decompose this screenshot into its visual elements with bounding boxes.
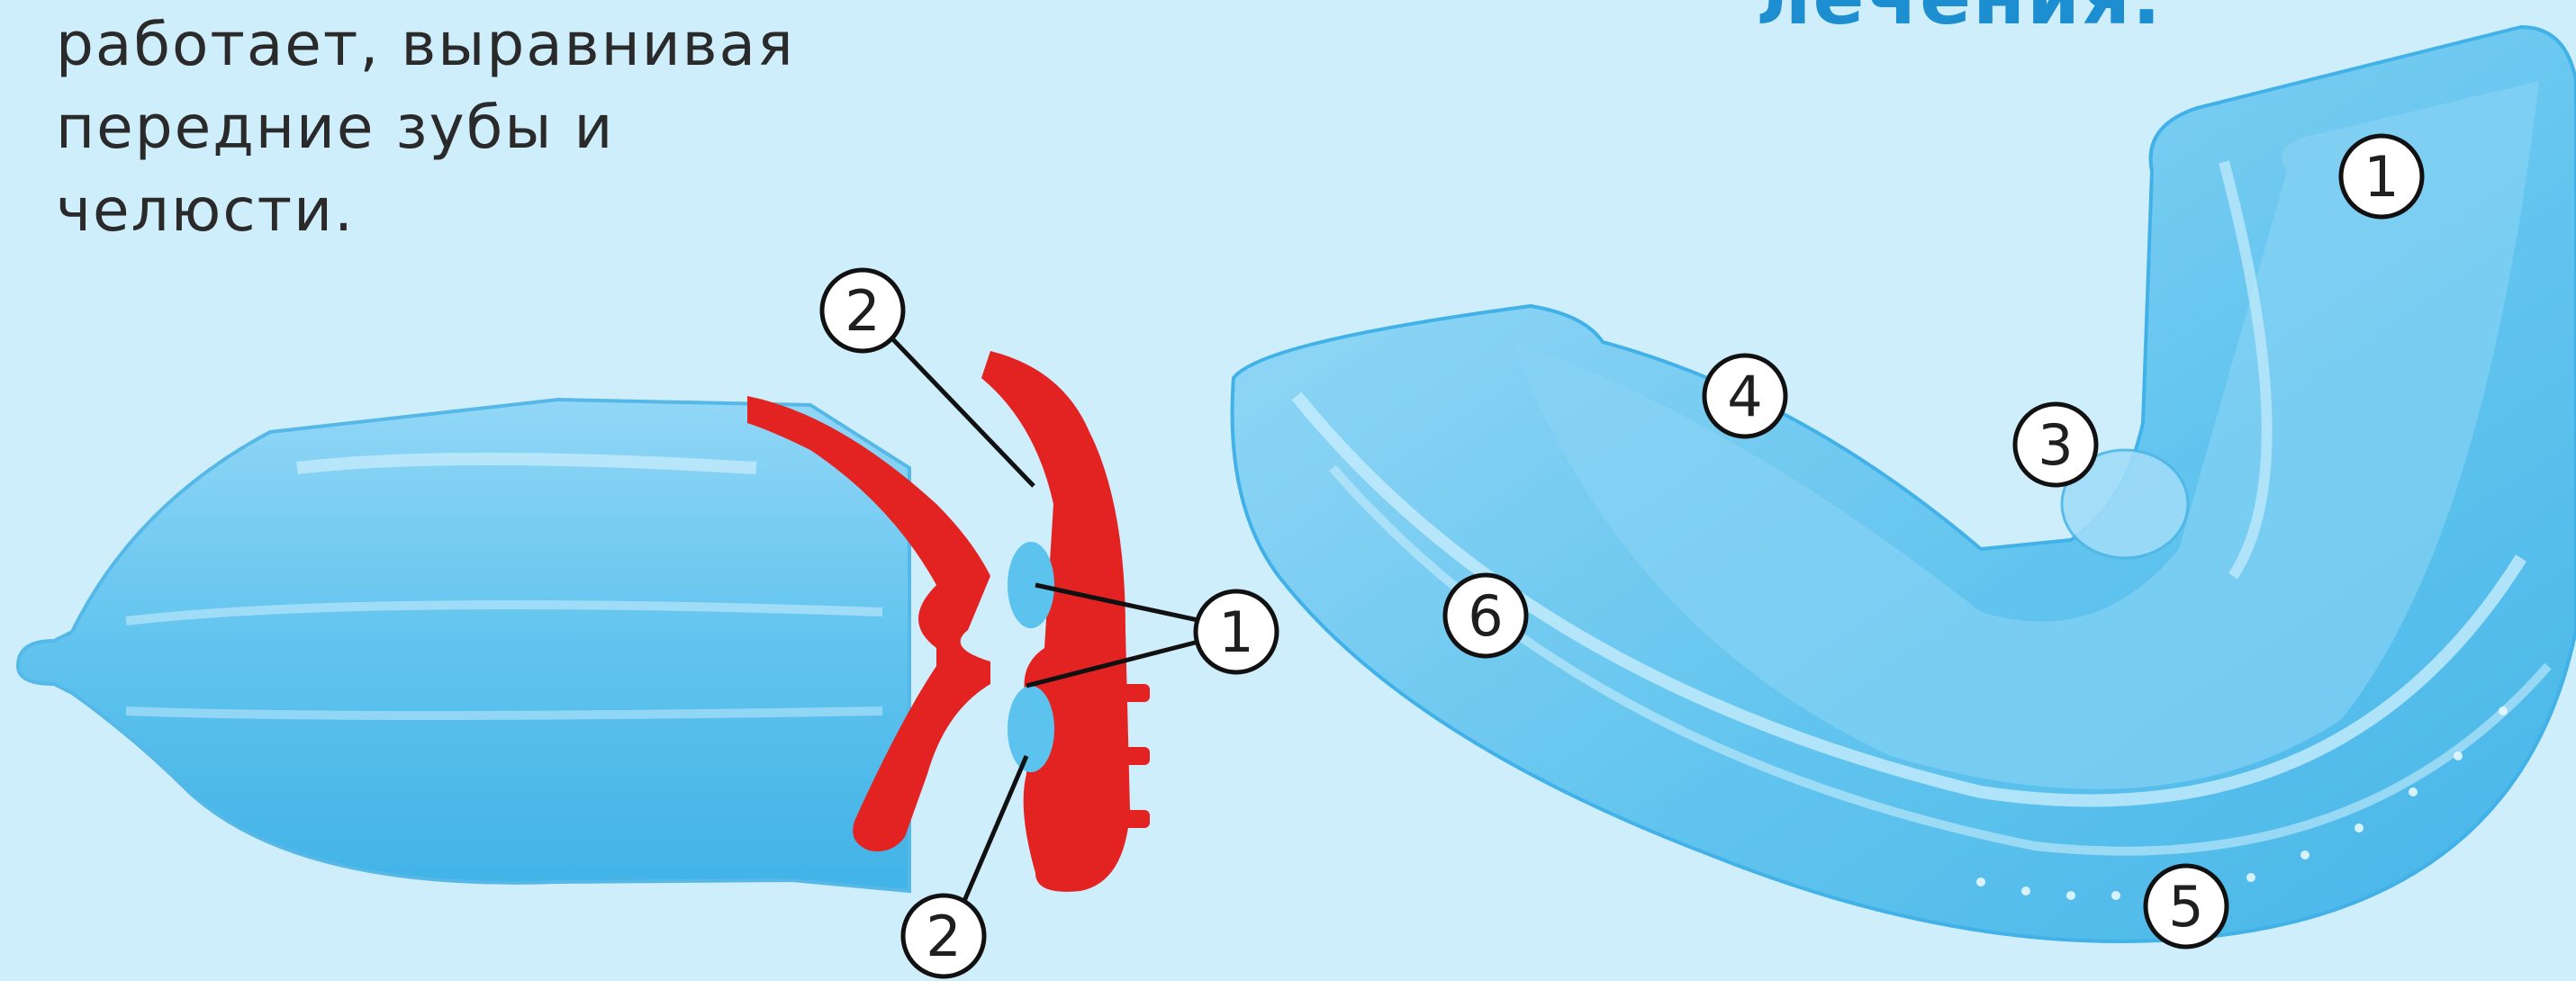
callout-section-bottom-2: 2 bbox=[903, 896, 984, 976]
section-ridge-bottom bbox=[126, 711, 882, 716]
svg-text:6: 6 bbox=[1468, 583, 1503, 649]
callout-trainer-6: 6 bbox=[1445, 575, 1526, 656]
callout-trainer-3: 3 bbox=[2015, 404, 2096, 485]
trainer-3d-view: 1 3 4 5 6 bbox=[1233, 27, 2576, 947]
svg-text:1: 1 bbox=[1218, 599, 1253, 665]
section-red-tab-3 bbox=[1121, 810, 1150, 828]
section-red-tab-2 bbox=[1121, 747, 1150, 765]
svg-text:5: 5 bbox=[2168, 874, 2203, 940]
svg-text:4: 4 bbox=[1727, 364, 1762, 429]
callout-trainer-4: 4 bbox=[1704, 356, 1785, 436]
svg-text:2: 2 bbox=[926, 904, 961, 969]
callout-section-mid-1: 1 bbox=[1196, 591, 1277, 672]
cross-section-view: 2 1 2 bbox=[18, 270, 1277, 976]
callout-trainer-5: 5 bbox=[2146, 866, 2227, 947]
section-slot-lower bbox=[1008, 686, 1054, 772]
svg-text:2: 2 bbox=[845, 278, 880, 344]
svg-text:3: 3 bbox=[2038, 412, 2073, 478]
section-red-tab-1 bbox=[1121, 684, 1150, 702]
section-blue-body bbox=[18, 400, 909, 891]
svg-text:1: 1 bbox=[2364, 144, 2399, 210]
section-slot-upper bbox=[1008, 542, 1054, 628]
callout-trainer-1: 1 bbox=[2341, 136, 2422, 217]
leader-bottom-2 bbox=[959, 756, 1026, 914]
callout-section-top-2: 2 bbox=[822, 270, 903, 351]
